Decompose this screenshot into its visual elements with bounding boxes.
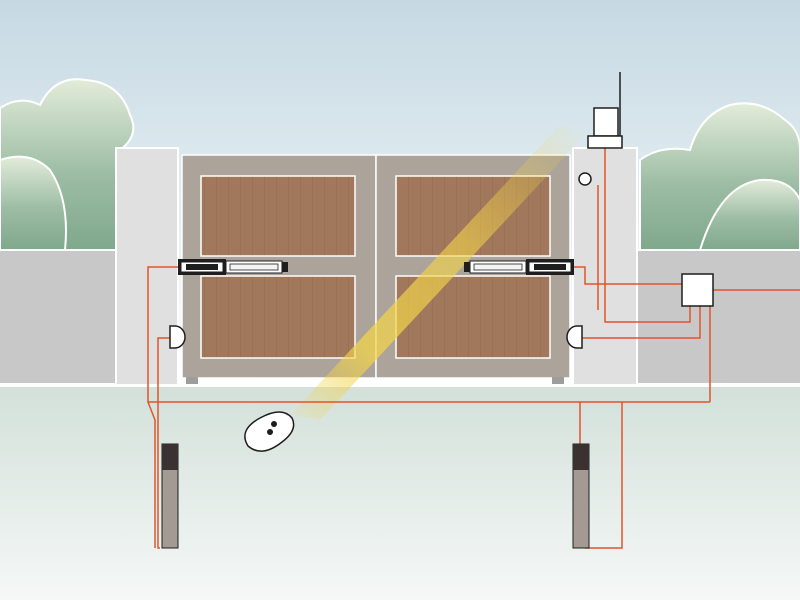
right-photocell <box>566 325 583 349</box>
gate-foot <box>186 377 198 384</box>
wall-left <box>0 250 116 385</box>
left-photocell <box>169 325 186 349</box>
trees-right <box>639 102 800 251</box>
wiring <box>147 148 800 549</box>
gate-foot <box>552 377 564 384</box>
right-linear-actuator <box>464 259 574 275</box>
right-photocell-post <box>572 443 590 549</box>
remote-control-icon <box>244 411 295 452</box>
control-box-icon <box>681 273 714 307</box>
left-photocell-post <box>161 443 179 549</box>
wood-panel <box>200 275 356 359</box>
wall-right <box>636 250 800 385</box>
safety-light-beam <box>290 125 585 420</box>
ground <box>0 386 800 600</box>
left-linear-actuator <box>178 259 288 275</box>
trees-left <box>0 78 135 251</box>
wood-panel <box>200 175 356 257</box>
flashing-lamp-icon <box>587 72 623 149</box>
key-switch-icon <box>578 172 592 186</box>
